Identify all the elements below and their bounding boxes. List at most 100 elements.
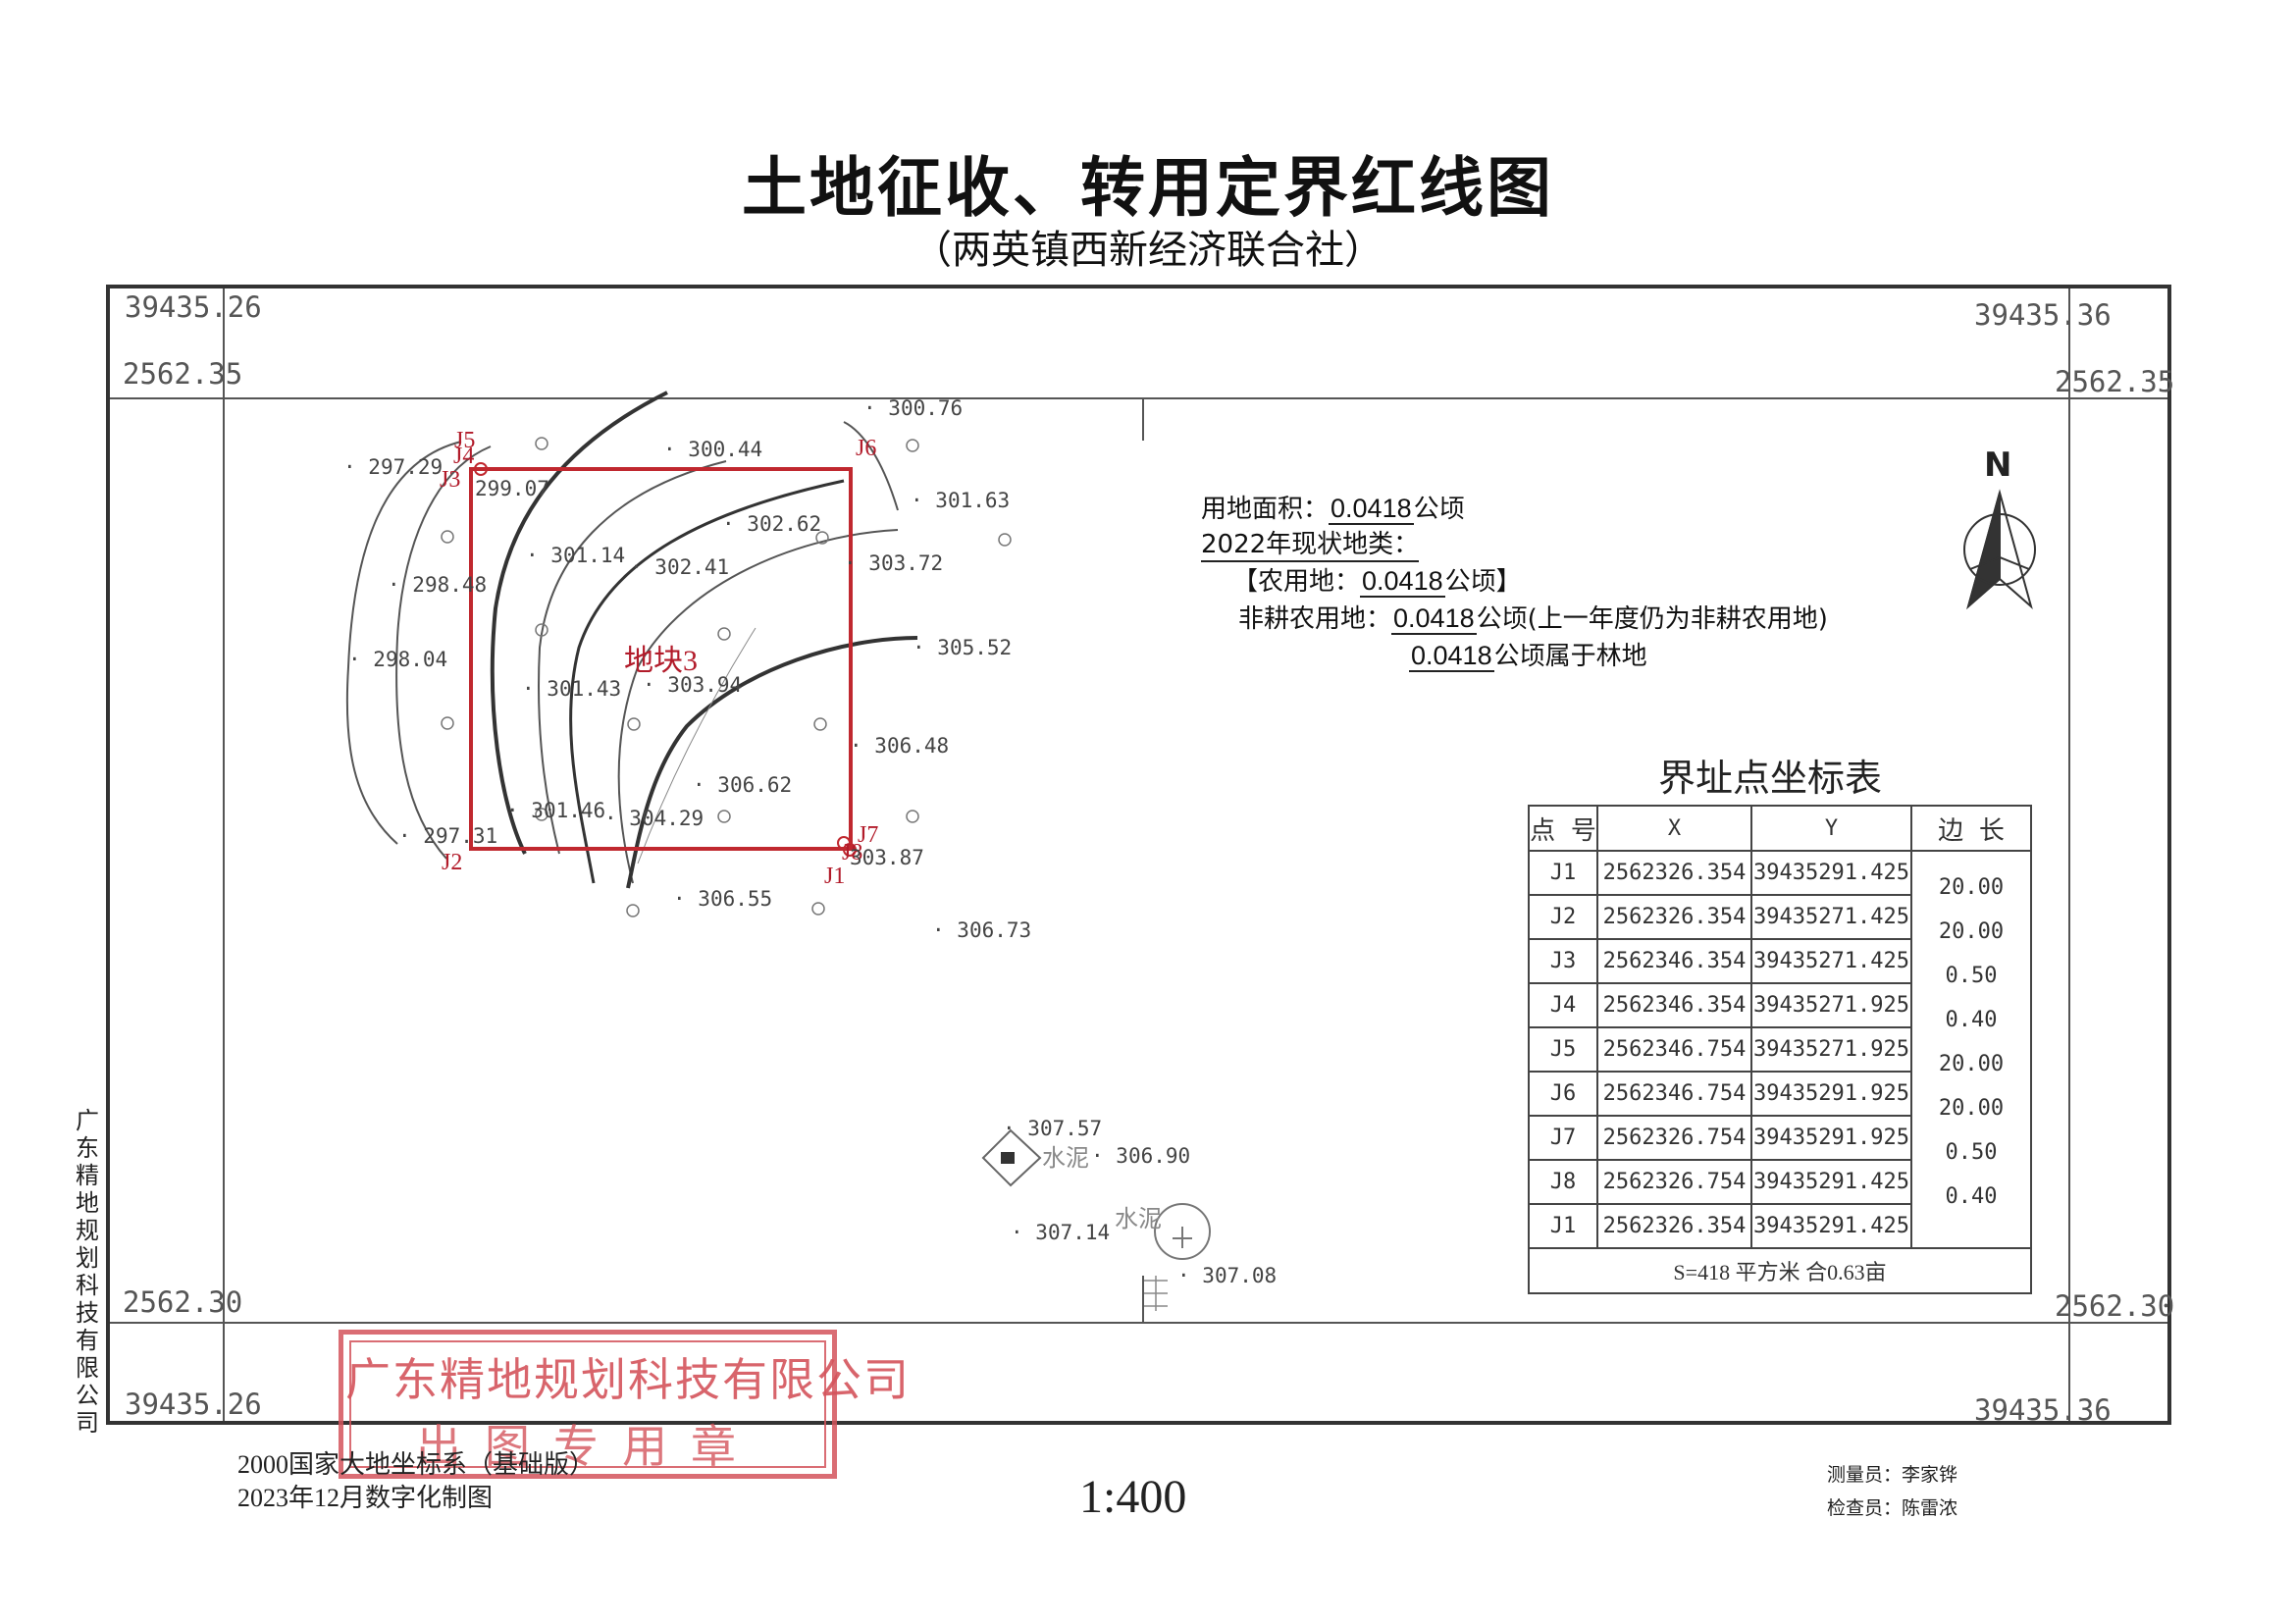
cement-label: 水泥 (1115, 1205, 1162, 1232)
elevation-point: · 306.90 (1091, 1144, 1191, 1168)
table-cell-y: 39435291.425 (1750, 850, 1912, 896)
elevation-point: · 297.29 (343, 455, 444, 479)
elevation-point: · 301.14 (526, 544, 626, 567)
grid-label-bottom-left-y: 2562.30 (123, 1285, 243, 1319)
table-cell-y: 39435291.425 (1750, 1203, 1912, 1249)
header-x: X (1596, 805, 1752, 852)
boundary-point-markers (474, 462, 857, 857)
elevation-point: · 301.46 (506, 799, 606, 822)
map-scale: 1:400 (1079, 1471, 1187, 1523)
table-row: J1 2562326.354 39435291.425 0.40 (1528, 1184, 2032, 1249)
elevation-point: · 303.94 (643, 673, 743, 697)
page-title: 土地征收、转用定界红线图 (742, 150, 1554, 226)
side-company-name: 广东精地规划科技有限公司 (76, 1107, 99, 1437)
elevation-point: · 305.52 (913, 636, 1013, 659)
coordinate-table: 点 号 X Y 边 长 J1 2562326.354 39435291.425 … (1528, 805, 2032, 1294)
table-cell-x: 2562346.754 (1596, 1071, 1752, 1117)
point-label-j6: J6 (856, 436, 877, 461)
table-cell-point: J2 (1528, 894, 1598, 940)
grid-label-bottom-right-y: 2562.30 (2055, 1289, 2175, 1323)
side-length-value: 0.50 (1945, 964, 1998, 988)
table-cell-point: J1 (1528, 850, 1598, 896)
table-cell-x: 2562346.354 (1596, 938, 1752, 984)
table-cell-y: 39435291.425 (1750, 1159, 1912, 1205)
elevation-point: · 306.73 (932, 918, 1032, 942)
grid-label-top-left-x: 39435.26 (125, 290, 262, 324)
point-label-j4: J4 (453, 444, 475, 469)
coordinate-system-note: 2000国家大地坐标系（基础版） (237, 1450, 596, 1479)
table-cell-point: J8 (1528, 1159, 1598, 1205)
table-row: J2 2562326.354 39435271.425 20.00 (1528, 875, 2032, 940)
grid-line-bottom (110, 1322, 2167, 1324)
table-row: J8 2562326.754 39435291.425 0.50 (1528, 1140, 2032, 1205)
elevation-point: 303.87 (850, 846, 924, 869)
cement-label: 水泥 (1042, 1144, 1089, 1172)
point-label-j1: J1 (824, 864, 846, 889)
table-row: J5 2562346.754 39435271.925 0.40 (1528, 1008, 2032, 1073)
table-cell-point: J7 (1528, 1115, 1598, 1161)
table-row: J3 2562346.354 39435271.425 20.00 (1528, 919, 2032, 984)
elevation-point: · 304.29 (604, 807, 704, 830)
point-label-j7: J7 (858, 822, 879, 848)
nonfarm-info: 非耕农用地：0.0418公顷(上一年度仍为非耕农用地) (1238, 603, 1828, 635)
grid-label-top-right-y: 2562.35 (2055, 365, 2175, 398)
elevation-point: · 301.43 (522, 677, 622, 701)
table-cell-y: 39435271.425 (1750, 894, 1912, 940)
elevation-point: · 303.72 (844, 551, 944, 575)
grid-label-bottom-left-x: 39435.26 (125, 1388, 262, 1421)
side-length-value: 20.00 (1938, 875, 2005, 900)
header-point: 点 号 (1528, 805, 1598, 852)
side-length-value: 0.40 (1945, 1008, 1998, 1032)
table-cell-point: J3 (1528, 938, 1598, 984)
table-cell-point: J5 (1528, 1026, 1598, 1073)
north-label: N (1984, 445, 2012, 485)
grid-label-bottom-right-x: 39435.36 (1974, 1393, 2112, 1427)
area-summary: S=418 平方米 合0.63亩 (1528, 1247, 2032, 1294)
land-status-label: 2022年现状地类： (1201, 524, 1420, 562)
elevation-point: · 302.62 (722, 512, 822, 536)
table-cell-y: 39435271.925 (1750, 982, 1912, 1028)
seal-stamp (339, 1330, 837, 1479)
grid-label-top-left-y: 2562.35 (123, 357, 243, 391)
side-length-value: 0.40 (1945, 1184, 1998, 1209)
table-cell-y: 39435291.925 (1750, 1115, 1912, 1161)
forest-info: 0.0418公顷属于林地 (1409, 641, 1647, 672)
elevation-point: · 302.41 (630, 555, 730, 579)
side-length-value: 0.50 (1945, 1140, 1998, 1165)
elevation-point: · 297.31 (398, 824, 498, 848)
table-cell-x: 2562326.754 (1596, 1159, 1752, 1205)
elevation-point: · 300.76 (863, 396, 964, 420)
elevation-point: · 307.14 (1011, 1221, 1111, 1244)
coordinate-table-title: 界址点坐标表 (1658, 757, 1883, 800)
grid-tick-bottom-mid (1142, 1276, 1144, 1322)
elevation-point: · 300.44 (663, 438, 763, 461)
north-arrow-icon (1963, 489, 2036, 609)
checker-name: 检查员：陈雷浓 (1827, 1497, 1958, 1519)
elevation-point: 299.07 (475, 477, 549, 500)
point-label-j8: J8 (842, 840, 863, 865)
grid-line-left (223, 288, 225, 1421)
table-cell-x: 2562326.354 (1596, 894, 1752, 940)
elevation-point: · 301.63 (911, 489, 1011, 512)
point-label-j3: J3 (440, 467, 461, 493)
elevation-point: · 298.48 (388, 573, 488, 597)
elevation-point: · 306.55 (673, 887, 773, 911)
parcel-boundary (469, 467, 853, 851)
table-cell-y: 39435271.425 (1750, 938, 1912, 984)
table-cell-x: 2562346.754 (1596, 1026, 1752, 1073)
table-cell-x: 2562326.354 (1596, 1203, 1752, 1249)
stamp-purpose-text: 出图专用章 (416, 1420, 759, 1473)
area-info: 用地面积：0.0418公顷 (1201, 494, 1465, 525)
grid-tick-top-mid (1142, 397, 1144, 441)
grid-label-top-right-x: 39435.36 (1974, 298, 2112, 332)
elevation-point: · 307.08 (1177, 1264, 1278, 1287)
table-cell-point: J6 (1528, 1071, 1598, 1117)
side-length-value: 20.00 (1938, 1052, 2005, 1076)
surveyor-name: 测量员：李家铧 (1827, 1464, 1958, 1486)
drawing-date-note: 2023年12月数字化制图 (237, 1484, 494, 1512)
table-row: J7 2562326.754 39435291.925 20.00 (1528, 1096, 2032, 1161)
elevation-point: · 307.57 (1003, 1117, 1103, 1140)
table-cell-y: 39435271.925 (1750, 1026, 1912, 1073)
parcel-label: 地块3 (624, 645, 698, 677)
agricultural-info: 【农用地：0.0418公顷】 (1232, 566, 1522, 598)
